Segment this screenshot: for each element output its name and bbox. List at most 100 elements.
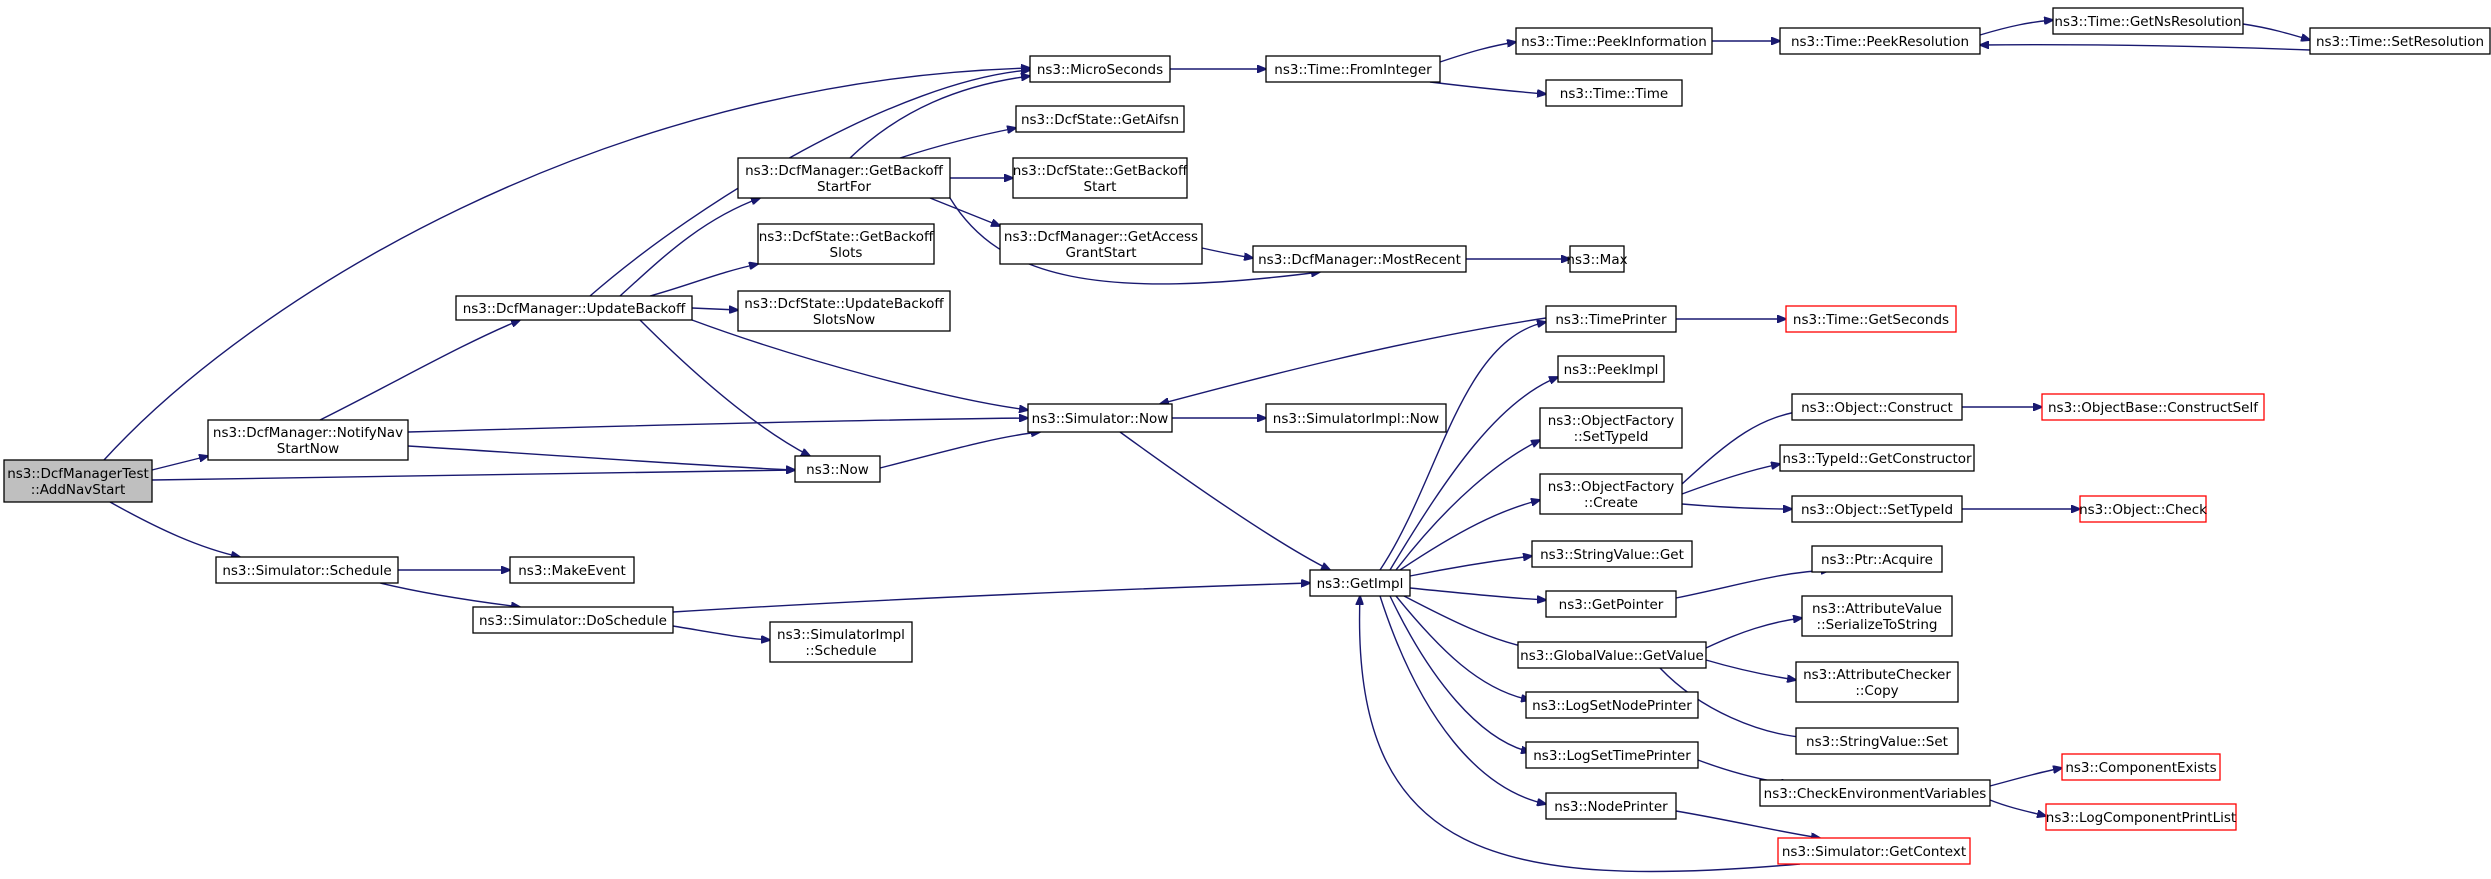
node-typeidgetctor[interactable]: ns3::TypeId::GetConstructor bbox=[1779, 444, 1975, 472]
node-box bbox=[1515, 27, 1713, 55]
edge-fromint-to-timetime bbox=[1429, 81, 1546, 94]
node-now[interactable]: ns3::Now bbox=[794, 455, 881, 483]
node-peekinfo[interactable]: ns3::Time::PeekInformation bbox=[1515, 27, 1713, 55]
node-label: ns3::DcfManagerTest bbox=[7, 466, 149, 482]
node-ptracquire[interactable]: ns3::Ptr::Acquire bbox=[1811, 545, 1943, 573]
node-svget[interactable]: ns3::StringValue::Get bbox=[1531, 540, 1693, 568]
node-nodeprinter[interactable]: ns3::NodePrinter bbox=[1545, 792, 1677, 820]
node-mostrecent[interactable]: ns3::DcfManager::MostRecent bbox=[1252, 245, 1467, 273]
edge-root-to-notify bbox=[151, 456, 208, 471]
node-objcheck[interactable]: ns3::Object::Check bbox=[2079, 495, 2207, 523]
node-label: ns3::Simulator::Schedule bbox=[222, 563, 391, 579]
node-objsettype[interactable]: ns3::Object::SetTypeId bbox=[1791, 495, 1963, 523]
edge-getimpl-to-timeprinter bbox=[1379, 322, 1546, 571]
edge-getimpl-to-gvgetvalue bbox=[1403, 595, 1530, 648]
node-box bbox=[1265, 55, 1441, 83]
node-label: Slots bbox=[830, 245, 863, 261]
node-max[interactable]: ns3::Max bbox=[1566, 245, 1628, 273]
node-ofcreate[interactable]: ns3::ObjectFactory::Create bbox=[1539, 473, 1683, 515]
node-micro[interactable]: ns3::MicroSeconds bbox=[1029, 55, 1171, 83]
edge-getimpl-to-peekimpl bbox=[1389, 377, 1558, 571]
node-label: ns3::Time::FromInteger bbox=[1274, 62, 1432, 78]
edge-getimpl-to-ofsettype bbox=[1395, 440, 1540, 571]
node-schedule[interactable]: ns3::Simulator::Schedule bbox=[215, 556, 399, 584]
node-svset[interactable]: ns3::StringValue::Set bbox=[1795, 727, 1959, 755]
node-getpointer[interactable]: ns3::GetPointer bbox=[1545, 590, 1677, 618]
edge-root-to-micro bbox=[103, 68, 1030, 461]
node-peekres[interactable]: ns3::Time::PeekResolution bbox=[1779, 27, 1981, 55]
node-label: ns3::StringValue::Get bbox=[1540, 547, 1684, 563]
node-timeprinter[interactable]: ns3::TimePrinter bbox=[1545, 305, 1677, 333]
edge-timeprinter-to-simnow bbox=[1160, 317, 1547, 404]
node-box bbox=[472, 606, 674, 634]
node-box bbox=[794, 455, 881, 483]
node-label: ns3::Object::Construct bbox=[1801, 400, 1953, 416]
node-compexists[interactable]: ns3::ComponentExists bbox=[2061, 753, 2221, 781]
node-setres[interactable]: ns3::Time::SetResolution bbox=[2309, 27, 2491, 55]
node-label: ns3::TimePrinter bbox=[1555, 312, 1667, 328]
node-label: ns3::GlobalValue::GetValue bbox=[1520, 648, 1704, 664]
node-label: ns3::MicroSeconds bbox=[1037, 62, 1163, 78]
node-simimplsched[interactable]: ns3::SimulatorImpl::Schedule bbox=[769, 621, 913, 663]
node-simnow[interactable]: ns3::Simulator::Now bbox=[1027, 403, 1173, 433]
node-logsetnode[interactable]: ns3::LogSetNodePrinter bbox=[1525, 691, 1699, 719]
node-updbk[interactable]: ns3::DcfManager::UpdateBackoff bbox=[455, 295, 693, 321]
node-getaifsn[interactable]: ns3::DcfState::GetAifsn bbox=[1015, 105, 1185, 133]
node-logcomplist[interactable]: ns3::LogComponentPrintList bbox=[2045, 803, 2237, 831]
edge-root-to-schedule bbox=[109, 501, 240, 557]
node-getimpl[interactable]: ns3::GetImpl bbox=[1309, 569, 1411, 597]
node-label: ns3::DcfManager::NotifyNav bbox=[213, 425, 403, 441]
node-gvgetvalue[interactable]: ns3::GlobalValue::GetValue bbox=[1517, 641, 1707, 669]
node-simgetctx[interactable]: ns3::Simulator::GetContext bbox=[1777, 837, 1971, 865]
node-box bbox=[1015, 105, 1185, 133]
node-timetime[interactable]: ns3::Time::Time bbox=[1545, 79, 1683, 107]
node-label: ns3::DcfState::UpdateBackoff bbox=[744, 296, 944, 312]
node-label: ns3::NodePrinter bbox=[1554, 799, 1668, 815]
node-box bbox=[1777, 837, 1971, 865]
node-doschedule[interactable]: ns3::Simulator::DoSchedule bbox=[472, 606, 674, 634]
node-box bbox=[1012, 157, 1188, 199]
node-makeevent[interactable]: ns3::MakeEvent bbox=[509, 556, 635, 584]
node-ofsettype[interactable]: ns3::ObjectFactory::SetTypeId bbox=[1539, 407, 1683, 449]
edge-getimpl-to-logsettime bbox=[1389, 595, 1530, 752]
edge-getimpl-to-getpointer bbox=[1409, 587, 1546, 600]
node-obconstructself[interactable]: ns3::ObjectBase::ConstructSelf bbox=[2041, 393, 2265, 421]
node-label: ns3::AttributeValue bbox=[1812, 601, 1942, 617]
node-simimplnow[interactable]: ns3::SimulatorImpl::Now bbox=[1265, 403, 1447, 433]
node-avserialize[interactable]: ns3::AttributeValue::SerializeToString bbox=[1801, 595, 1953, 637]
edge-getbkstart-to-getaifsn bbox=[899, 128, 1016, 159]
edge-getaccess-to-mostrecent bbox=[1201, 247, 1253, 258]
edge-gvgetvalue-to-accopy bbox=[1705, 659, 1796, 680]
node-box bbox=[215, 556, 399, 584]
edge-notify-to-now bbox=[407, 445, 795, 470]
node-fromint[interactable]: ns3::Time::FromInteger bbox=[1265, 55, 1441, 83]
node-label: ns3::ComponentExists bbox=[2065, 760, 2216, 776]
node-getseconds[interactable]: ns3::Time::GetSeconds bbox=[1785, 305, 1957, 333]
node-box bbox=[2041, 393, 2265, 421]
node-objconstruct[interactable]: ns3::Object::Construct bbox=[1791, 393, 1963, 421]
node-logsettime[interactable]: ns3::LogSetTimePrinter bbox=[1525, 741, 1699, 769]
node-label: ns3::PeekImpl bbox=[1564, 362, 1659, 378]
node-root[interactable]: ns3::DcfManagerTest::AddNavStart bbox=[3, 459, 153, 503]
node-box bbox=[1779, 444, 1975, 472]
node-box bbox=[1791, 495, 1963, 523]
node-box bbox=[1029, 55, 1171, 83]
node-accopy[interactable]: ns3::AttributeChecker::Copy bbox=[1795, 661, 1959, 703]
node-label: ns3::Time::SetResolution bbox=[2316, 34, 2484, 50]
node-getnsres[interactable]: ns3::Time::GetNsResolution bbox=[2052, 7, 2244, 35]
node-box bbox=[455, 295, 693, 321]
edge-checkenv-to-compexists bbox=[1989, 768, 2062, 787]
node-label: ns3::StringValue::Set bbox=[1806, 734, 1948, 750]
node-box bbox=[1539, 473, 1683, 515]
node-box bbox=[1545, 792, 1677, 820]
node-checkenv[interactable]: ns3::CheckEnvironmentVariables bbox=[1759, 779, 1991, 807]
node-label: ns3::LogSetNodePrinter bbox=[1532, 698, 1692, 714]
node-peekimpl[interactable]: ns3::PeekImpl bbox=[1557, 355, 1665, 383]
